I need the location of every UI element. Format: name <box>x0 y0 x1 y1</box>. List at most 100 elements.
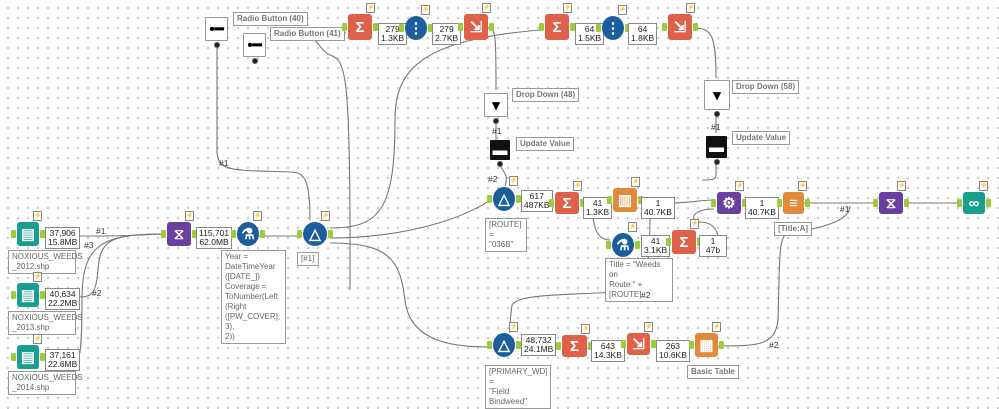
output-anchor[interactable] <box>904 199 909 207</box>
update-value-clapper-icon: ▬ <box>492 141 508 159</box>
question-anchor-icon[interactable] <box>493 118 499 124</box>
tool-union2[interactable]: ⧖ <box>879 192 903 214</box>
output-anchor[interactable] <box>570 23 575 31</box>
input-anchor[interactable] <box>487 341 492 349</box>
question-anchor-icon[interactable] <box>713 159 720 165</box>
tool-xtab3[interactable]: ⇲ <box>627 333 650 355</box>
tool-annotation: NOXIOUS_WEEDS _2014.shp <box>8 371 83 395</box>
input-anchor[interactable] <box>777 199 782 207</box>
question-anchor-icon[interactable] <box>497 161 503 167</box>
input-anchor[interactable] <box>539 23 544 31</box>
tool-formula1[interactable]: ⚗ <box>237 222 259 246</box>
output-anchor[interactable] <box>986 199 991 207</box>
output-anchor[interactable] <box>580 199 585 207</box>
input-anchor[interactable] <box>662 23 667 31</box>
summarize-sigma-icon: Σ <box>569 337 579 355</box>
tool-in2012[interactable]: ▤ <box>17 222 39 246</box>
output-anchor[interactable] <box>328 230 333 238</box>
output-anchor[interactable] <box>651 340 656 348</box>
output-anchor[interactable] <box>40 353 45 361</box>
tool-browse1[interactable]: ∞ <box>963 192 985 214</box>
output-anchor[interactable] <box>805 199 810 207</box>
record-count-line: 40.7KB <box>748 207 776 217</box>
record-count-line: 1 <box>759 198 765 208</box>
input-anchor[interactable] <box>607 196 612 204</box>
tool-upd1[interactable]: ▬ <box>490 140 510 160</box>
input-anchor[interactable] <box>297 230 302 238</box>
output-anchor[interactable] <box>516 195 521 203</box>
wire <box>693 27 717 79</box>
input-anchor[interactable] <box>711 199 716 207</box>
output-anchor[interactable] <box>428 24 433 32</box>
input-anchor[interactable] <box>689 341 694 349</box>
output-anchor[interactable] <box>693 23 698 31</box>
input-anchor[interactable] <box>231 230 236 238</box>
input-anchor[interactable] <box>606 241 611 249</box>
input-anchor[interactable] <box>556 342 561 350</box>
tool-in2013[interactable]: ▤ <box>17 283 39 307</box>
input-anchor[interactable] <box>11 291 16 299</box>
tool-render1[interactable]: ≡ <box>783 192 804 214</box>
output-anchor[interactable] <box>625 24 630 32</box>
output-anchor[interactable] <box>489 23 494 31</box>
tool-sum2[interactable]: Σ <box>545 14 569 40</box>
tool-radio41[interactable]: •━ <box>243 33 266 57</box>
tool-recid1[interactable]: ⋮ <box>405 16 427 40</box>
tool-in2014[interactable]: ▤ <box>17 345 39 369</box>
input-anchor[interactable] <box>161 230 166 238</box>
output-anchor[interactable] <box>192 230 197 238</box>
tool-xtab1[interactable]: ⇲ <box>464 14 488 40</box>
question-anchor-icon[interactable] <box>714 111 720 117</box>
wire-label: #2 <box>92 288 102 298</box>
wire-label: #1 <box>492 126 502 136</box>
output-anchor[interactable] <box>638 196 643 204</box>
output-anchor[interactable] <box>516 341 521 349</box>
input-anchor[interactable] <box>487 195 492 203</box>
input-anchor[interactable] <box>458 23 463 31</box>
wire <box>717 205 851 347</box>
tool-formula2[interactable]: ⚗ <box>612 233 634 257</box>
output-anchor[interactable] <box>742 199 747 207</box>
tool-annotation: [PRIMARY_WD] = "Field Bindweed" <box>485 365 551 409</box>
input-anchor[interactable] <box>621 340 626 348</box>
question-anchor-icon[interactable] <box>251 58 258 64</box>
tool-sum3[interactable]: Σ <box>555 192 579 214</box>
input-anchor[interactable] <box>11 353 16 361</box>
tool-xtab2[interactable]: ⇲ <box>668 14 692 40</box>
output-anchor[interactable] <box>373 23 378 31</box>
output-anchor[interactable] <box>40 230 45 238</box>
tool-dd58[interactable]: ▾ <box>704 80 730 110</box>
output-anchor[interactable] <box>719 341 724 349</box>
input-anchor[interactable] <box>957 199 962 207</box>
lightning-icon: ⚡ <box>185 211 194 221</box>
tool-layout1[interactable]: ⚙ <box>717 192 741 214</box>
input-anchor[interactable] <box>873 199 878 207</box>
input-anchor[interactable] <box>11 230 16 238</box>
tool-union1[interactable]: ⧖ <box>167 222 191 246</box>
tool-dd48[interactable]: ▾ <box>484 93 508 117</box>
tool-recid2[interactable]: ⋮ <box>602 16 624 40</box>
input-anchor[interactable] <box>549 199 554 207</box>
output-anchor[interactable] <box>40 291 45 299</box>
tool-filter3[interactable]: △ <box>493 333 515 357</box>
tool-table1[interactable]: ▦ <box>695 333 718 357</box>
input-anchor[interactable] <box>666 238 671 246</box>
output-anchor[interactable] <box>260 230 265 238</box>
tool-upd2[interactable]: ▬ <box>706 136 727 158</box>
tool-filter2[interactable]: △ <box>493 187 515 211</box>
record-count-line: 1.8KB <box>631 33 655 43</box>
input-anchor[interactable] <box>342 23 347 31</box>
output-anchor[interactable] <box>635 241 640 249</box>
question-anchor-icon[interactable] <box>213 42 220 48</box>
tool-sum5[interactable]: Σ <box>562 335 587 357</box>
input-anchor[interactable] <box>596 24 601 32</box>
tool-chart1[interactable]: ▥ <box>613 188 637 212</box>
output-anchor[interactable] <box>588 342 593 350</box>
input-anchor[interactable] <box>399 24 404 32</box>
tool-filter1[interactable]: △ <box>303 222 327 246</box>
tool-sum4[interactable]: Σ <box>672 230 696 254</box>
tool-sum1[interactable]: Σ <box>348 14 372 40</box>
tool-radio40[interactable]: •━ <box>205 17 228 41</box>
tool-annotation: [ROUTE] = "036B" <box>485 218 527 252</box>
